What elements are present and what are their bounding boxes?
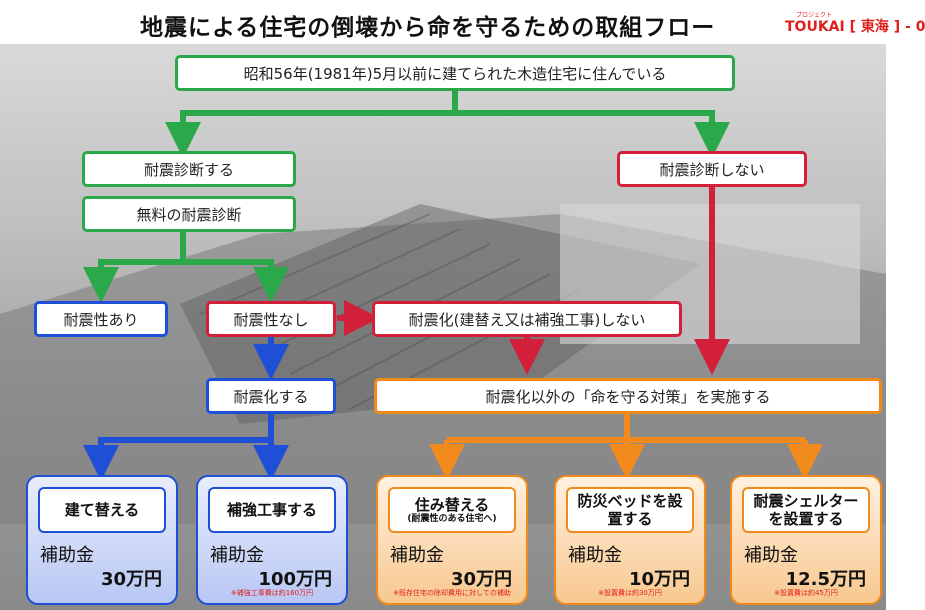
cost-note: ※設置費は約45万円: [774, 589, 838, 597]
card-subtitle: (耐震性のある住宅へ): [407, 513, 497, 524]
card-title-text: 建て替える: [64, 501, 140, 519]
free-diagnosis-node: 無料の耐震診断: [82, 196, 296, 232]
card-reinforce: 補強工事する 補助金 100万円 ※補強工事費は約160万円: [196, 475, 348, 605]
diagnose-node: 耐震診断する: [82, 151, 296, 187]
card-rebuild: 建て替える 補助金 30万円: [26, 475, 178, 605]
card-title: 補強工事する: [208, 487, 336, 533]
card-title-text: 防災ベッドを設置する: [577, 492, 683, 528]
cost-note: ※既存住宅の除却費用に対しての補助: [393, 589, 511, 597]
resistant-node: 耐震性あり: [34, 301, 168, 337]
no-diagnosis-node: 耐震診断しない: [617, 151, 807, 187]
subsidy-label: 補助金: [568, 545, 622, 566]
no-retrofit-node: 耐震化(建替え又は補強工事)しない: [372, 301, 682, 337]
card-title: 建て替える: [38, 487, 166, 533]
subsidy-label: 補助金: [40, 545, 94, 566]
subsidy-label: 補助金: [210, 545, 264, 566]
card-shelter: 耐震シェルターを設置する 補助金 12.5万円 ※設置費は約45万円: [730, 475, 882, 605]
subsidy-label: 補助金: [744, 545, 798, 566]
cost-note: ※補強工事費は約160万円: [230, 589, 314, 597]
page-title: 地震による住宅の倒壊から命を守るための取組フロー: [140, 15, 716, 41]
logo-caption: プロジェクト: [796, 12, 833, 19]
subsidy-amount: 30万円: [100, 569, 162, 590]
flow-arrows: [83, 89, 823, 481]
subsidy-amount: 100万円: [258, 569, 332, 590]
card-title: 住み替える (耐震性のある住宅へ): [388, 487, 516, 533]
card-relocate: 住み替える (耐震性のある住宅へ) 補助金 30万円 ※既存住宅の除却費用に対し…: [376, 475, 528, 605]
cost-note: ※設置費は約30万円: [598, 589, 662, 597]
subsidy-amount: 30万円: [450, 569, 512, 590]
card-title: 防災ベッドを設置する: [566, 487, 694, 533]
card-title-text: 住み替える: [414, 495, 490, 514]
card-title: 耐震シェルターを設置する: [742, 487, 870, 533]
subsidy-label: 補助金: [390, 545, 444, 566]
subsidy-amount: 10万円: [628, 569, 690, 590]
other-measures-node: 耐震化以外の「命を守る対策」を実施する: [374, 378, 882, 414]
subsidy-amount: 12.5万円: [785, 569, 866, 590]
not-resistant-node: 耐震性なし: [206, 301, 336, 337]
card-title-text: 耐震シェルターを設置する: [753, 492, 859, 528]
toukai-logo: TOUKAI [ 東海 ] - 0: [785, 19, 925, 35]
start-node: 昭和56年(1981年)5月以前に建てられた木造住宅に住んでいる: [175, 55, 735, 91]
retrofit-node: 耐震化する: [206, 378, 336, 414]
flow-diagram: 地震による住宅の倒壊から命を守るための取組フロー プロジェクト TOUKAI […: [0, 12, 925, 610]
card-disaster-bed: 防災ベッドを設置する 補助金 10万円 ※設置費は約30万円: [554, 475, 706, 605]
card-title-text: 補強工事する: [226, 501, 317, 519]
